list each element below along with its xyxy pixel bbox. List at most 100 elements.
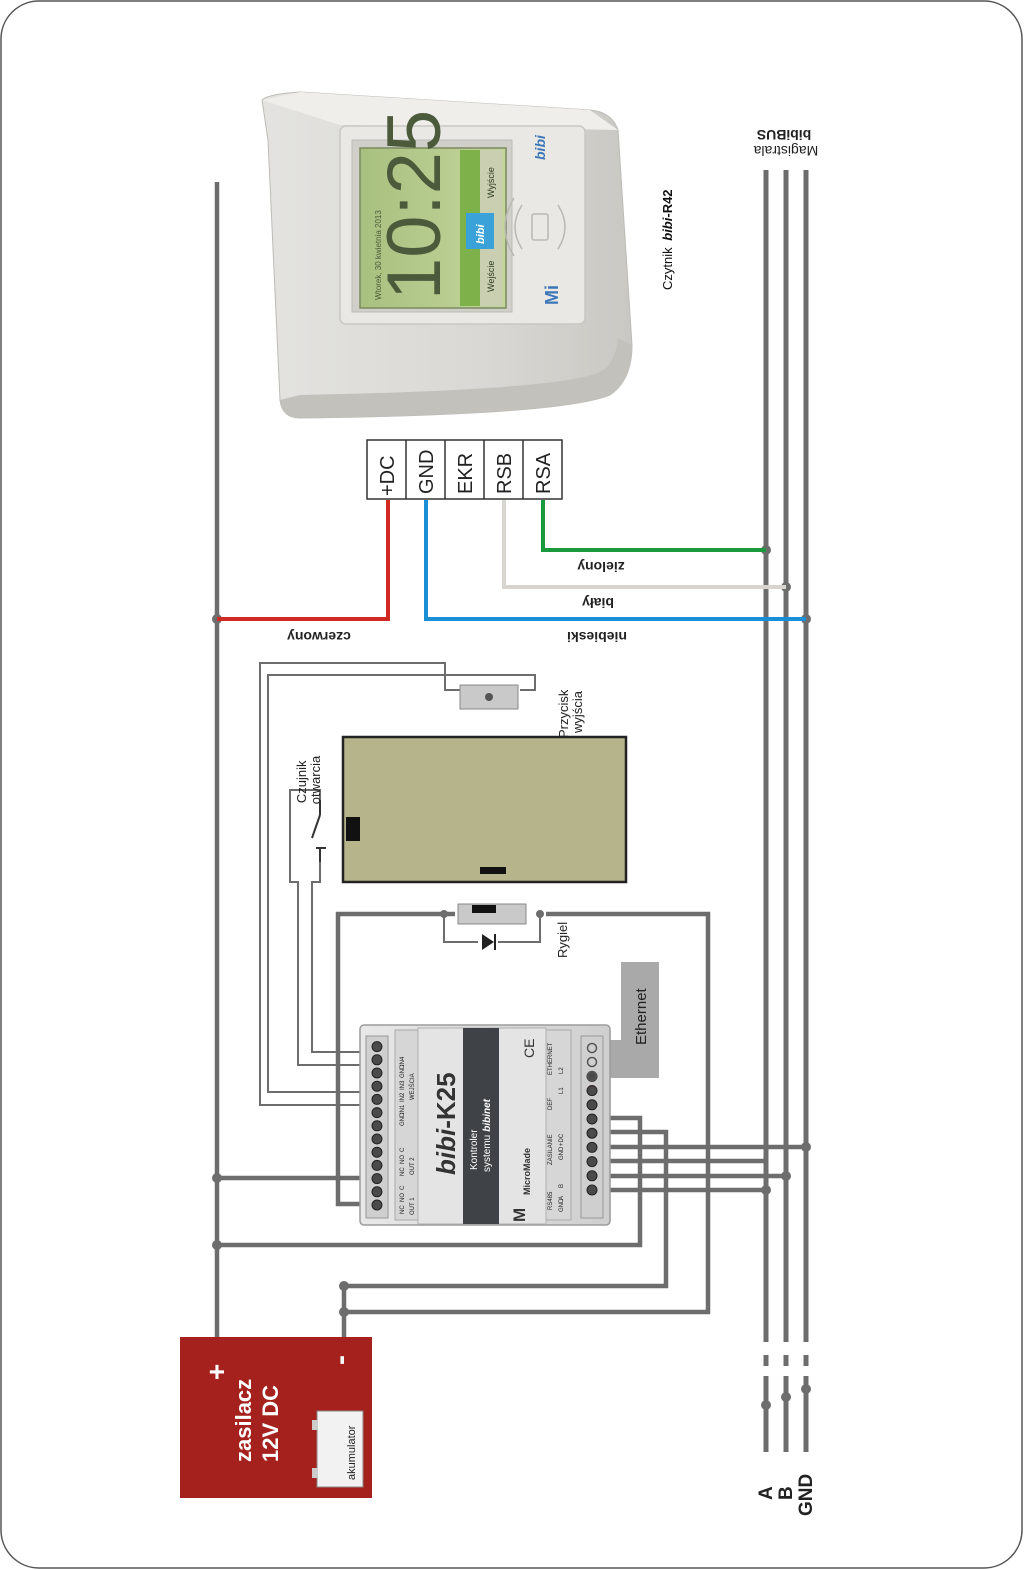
controller-subtitle-2: systemubibinet <box>482 1098 493 1172</box>
bolt <box>440 903 544 950</box>
screw-terminal <box>371 1133 383 1145</box>
exit-button <box>459 684 519 710</box>
door-sensor-icon <box>311 800 326 862</box>
bus-label-a: A <box>756 1486 777 1500</box>
psu-title-2: 12V DC <box>258 1385 283 1462</box>
ethernet-label: Ethernet <box>633 987 650 1045</box>
screw-terminal <box>371 1199 383 1211</box>
controller-title: bibi-K25 <box>431 1072 461 1175</box>
door-strike <box>480 867 506 874</box>
out2-label: OUT 2 <box>410 1157 416 1175</box>
terminal-label: GND <box>559 1146 565 1160</box>
diode-icon <box>482 934 494 950</box>
wire-label-green: zielony <box>577 559 625 575</box>
terminal-label: IN3 <box>400 1080 406 1090</box>
power-supply: zasilacz 12V DC + - akumulator <box>180 1337 372 1498</box>
wire-green <box>541 500 766 552</box>
terminal-label: IN2 <box>400 1092 406 1102</box>
terminal-label: L1 <box>559 1087 565 1094</box>
thin-sensor-wiring <box>259 662 536 1106</box>
terminal-label: GND <box>400 1112 406 1126</box>
terminal-label: NC <box>400 1205 406 1214</box>
wire-label-white: biały <box>582 595 614 611</box>
screw-terminal <box>586 1113 598 1125</box>
screw-terminal <box>586 1085 598 1097</box>
bus-title: Magistrala bibiBUS <box>750 127 818 159</box>
wire-label-blue: niebieski <box>567 629 627 645</box>
screw-terminal <box>586 1127 598 1139</box>
terminal-label: L2 <box>559 1067 565 1074</box>
out1-label: OUT 1 <box>410 1197 416 1215</box>
reader-screen-date: Wtorek, 30 kwietnia 2013 <box>374 210 383 300</box>
bolt-label: Rygiel <box>555 922 570 958</box>
terminal-ekr: EKR <box>455 453 477 494</box>
reader-screen-btn-left[interactable]: Wejście <box>486 261 496 292</box>
screw-terminal <box>371 1107 383 1119</box>
screw-terminal <box>371 1067 383 1079</box>
screw-terminal <box>371 1120 383 1132</box>
wire-red <box>217 500 390 621</box>
screw-terminal <box>371 1080 383 1092</box>
reader-screen-time: 10:25 <box>372 110 457 300</box>
terminal-gnd: GND <box>416 450 438 494</box>
port-icon <box>586 1056 598 1068</box>
controller-maker: MicroMade <box>522 1148 532 1195</box>
wire-label-red: czerwony <box>287 629 351 645</box>
terminal-label: NO <box>400 1155 406 1164</box>
psu-title-1: zasilacz <box>231 1379 256 1462</box>
exit-button-label: Przycisk wyjścia <box>556 686 585 738</box>
terminal-label: C <box>400 1185 406 1190</box>
screw-terminal <box>371 1146 383 1158</box>
terminal-label: C <box>400 1147 406 1152</box>
psu-plus: + <box>201 1364 232 1380</box>
screw-terminal <box>371 1054 383 1066</box>
power-label: ZASILANIE <box>548 1134 554 1165</box>
bus-label-gnd: GND <box>796 1474 817 1516</box>
reader-screen-btn-right[interactable]: Wyjście <box>486 167 496 198</box>
reader-screen-logo: bibi <box>475 224 487 244</box>
battery-label: akumulator <box>346 1425 358 1480</box>
terminal-label: +DC <box>559 1133 565 1146</box>
reader-caption: Czytnik bibi-R42 <box>660 189 675 290</box>
reader-device: 10:25 Wtorek, 30 kwietnia 2013 bibi Wejś… <box>261 91 633 419</box>
terminal-rsa: RSA <box>533 452 555 494</box>
screw-terminal <box>371 1186 383 1198</box>
screw-terminal <box>586 1184 598 1196</box>
battery <box>316 1410 364 1488</box>
terminal-label: A <box>559 1196 565 1200</box>
door-leaf <box>341 735 628 884</box>
reader-terminal-block: +DC GND EKR RSB RSA <box>366 439 563 500</box>
screw-terminal <box>371 1173 383 1185</box>
screw-terminal <box>371 1041 383 1053</box>
screw-terminal <box>586 1099 598 1111</box>
rs485-label: RS485 <box>548 1191 554 1210</box>
inputs-label: WEJŚCIA <box>408 1073 416 1100</box>
bus-label-b: B <box>776 1486 797 1500</box>
controller-maker-logo: M <box>510 1208 529 1222</box>
terminal-dc: +DC <box>377 455 399 496</box>
psu-minus: - <box>324 1355 357 1365</box>
terminal-label: B <box>559 1184 565 1188</box>
controller-k25: bibi-K25 Kontroler systemubibinet MicroM… <box>359 1024 611 1226</box>
terminal-label: IN4 <box>400 1056 406 1066</box>
wire-white <box>502 500 786 589</box>
terminal-label: NC <box>400 1167 406 1176</box>
terminal-label: GND <box>559 1198 565 1212</box>
door-sensor-label: Czujnik otwarcia <box>294 755 323 804</box>
rail-nodes <box>212 614 349 1317</box>
wire-blue <box>424 500 806 621</box>
controller-terminal-labels: NCNOCNCNOCGNDIN1IN2IN3GNDIN4GNDABGND+DCL… <box>400 1056 565 1214</box>
def-label: DEF <box>548 1098 554 1110</box>
controller-screws <box>371 1041 598 1211</box>
controller-right-terminals <box>580 1035 604 1219</box>
screw-terminal <box>586 1141 598 1153</box>
door-magnet <box>346 817 360 841</box>
port-icon <box>586 1070 598 1082</box>
screw-terminal <box>371 1093 383 1105</box>
rfid-icon <box>504 197 566 257</box>
terminal-label: NO <box>400 1193 406 1202</box>
controller-ce: CE <box>521 1039 537 1058</box>
terminal-label: GND <box>400 1064 406 1078</box>
port-icon <box>586 1042 598 1054</box>
